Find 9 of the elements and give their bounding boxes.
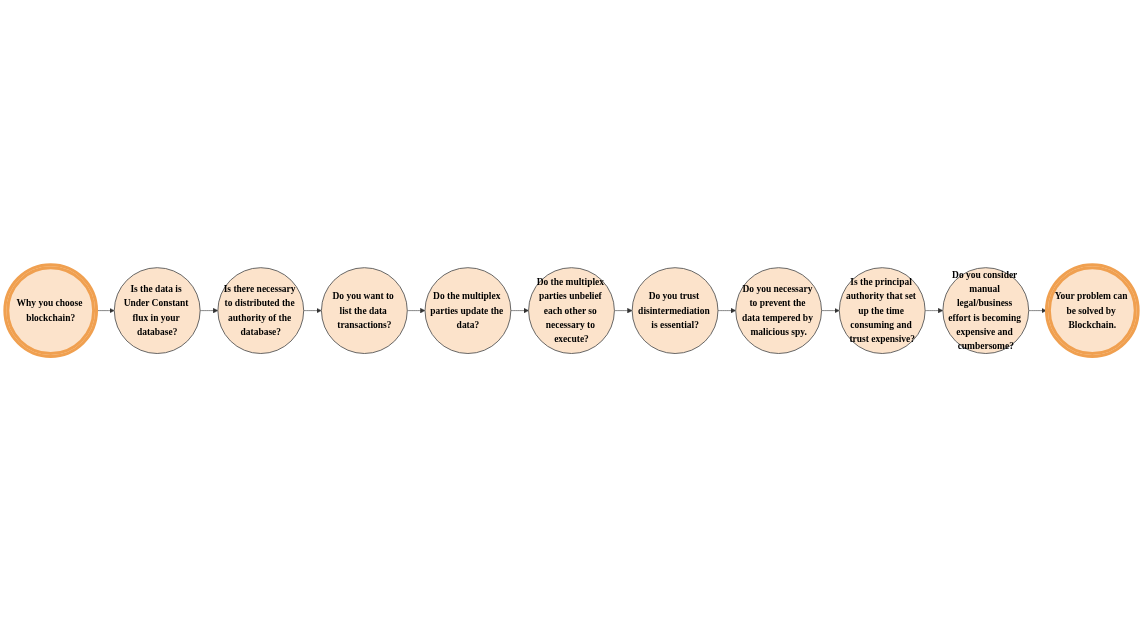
node-circle: Do you necessary to prevent the data tempered by malicious spy. <box>735 267 822 355</box>
node-circle: Do you trust disintermediation is essential? <box>631 267 719 355</box>
node-circle: Do the multiplex parties unbelief each other so necessary to execute? <box>528 267 615 355</box>
node-circle: Do you consider manual legal/business effort is becoming expensive and cumbersome? <box>942 267 1030 355</box>
node-circle: Is the principal authority that set up the time consuming and trust expensive? <box>838 267 926 355</box>
node-circle: Is there necessary to distributed the authority of the database? <box>217 267 305 355</box>
node-circle: Do you want to list the data transactions? <box>321 267 408 355</box>
node-circle: Is the data is Under Constant flux in your database? <box>113 267 201 355</box>
node-circle: Do the multiplex parties update the data? <box>424 267 512 355</box>
